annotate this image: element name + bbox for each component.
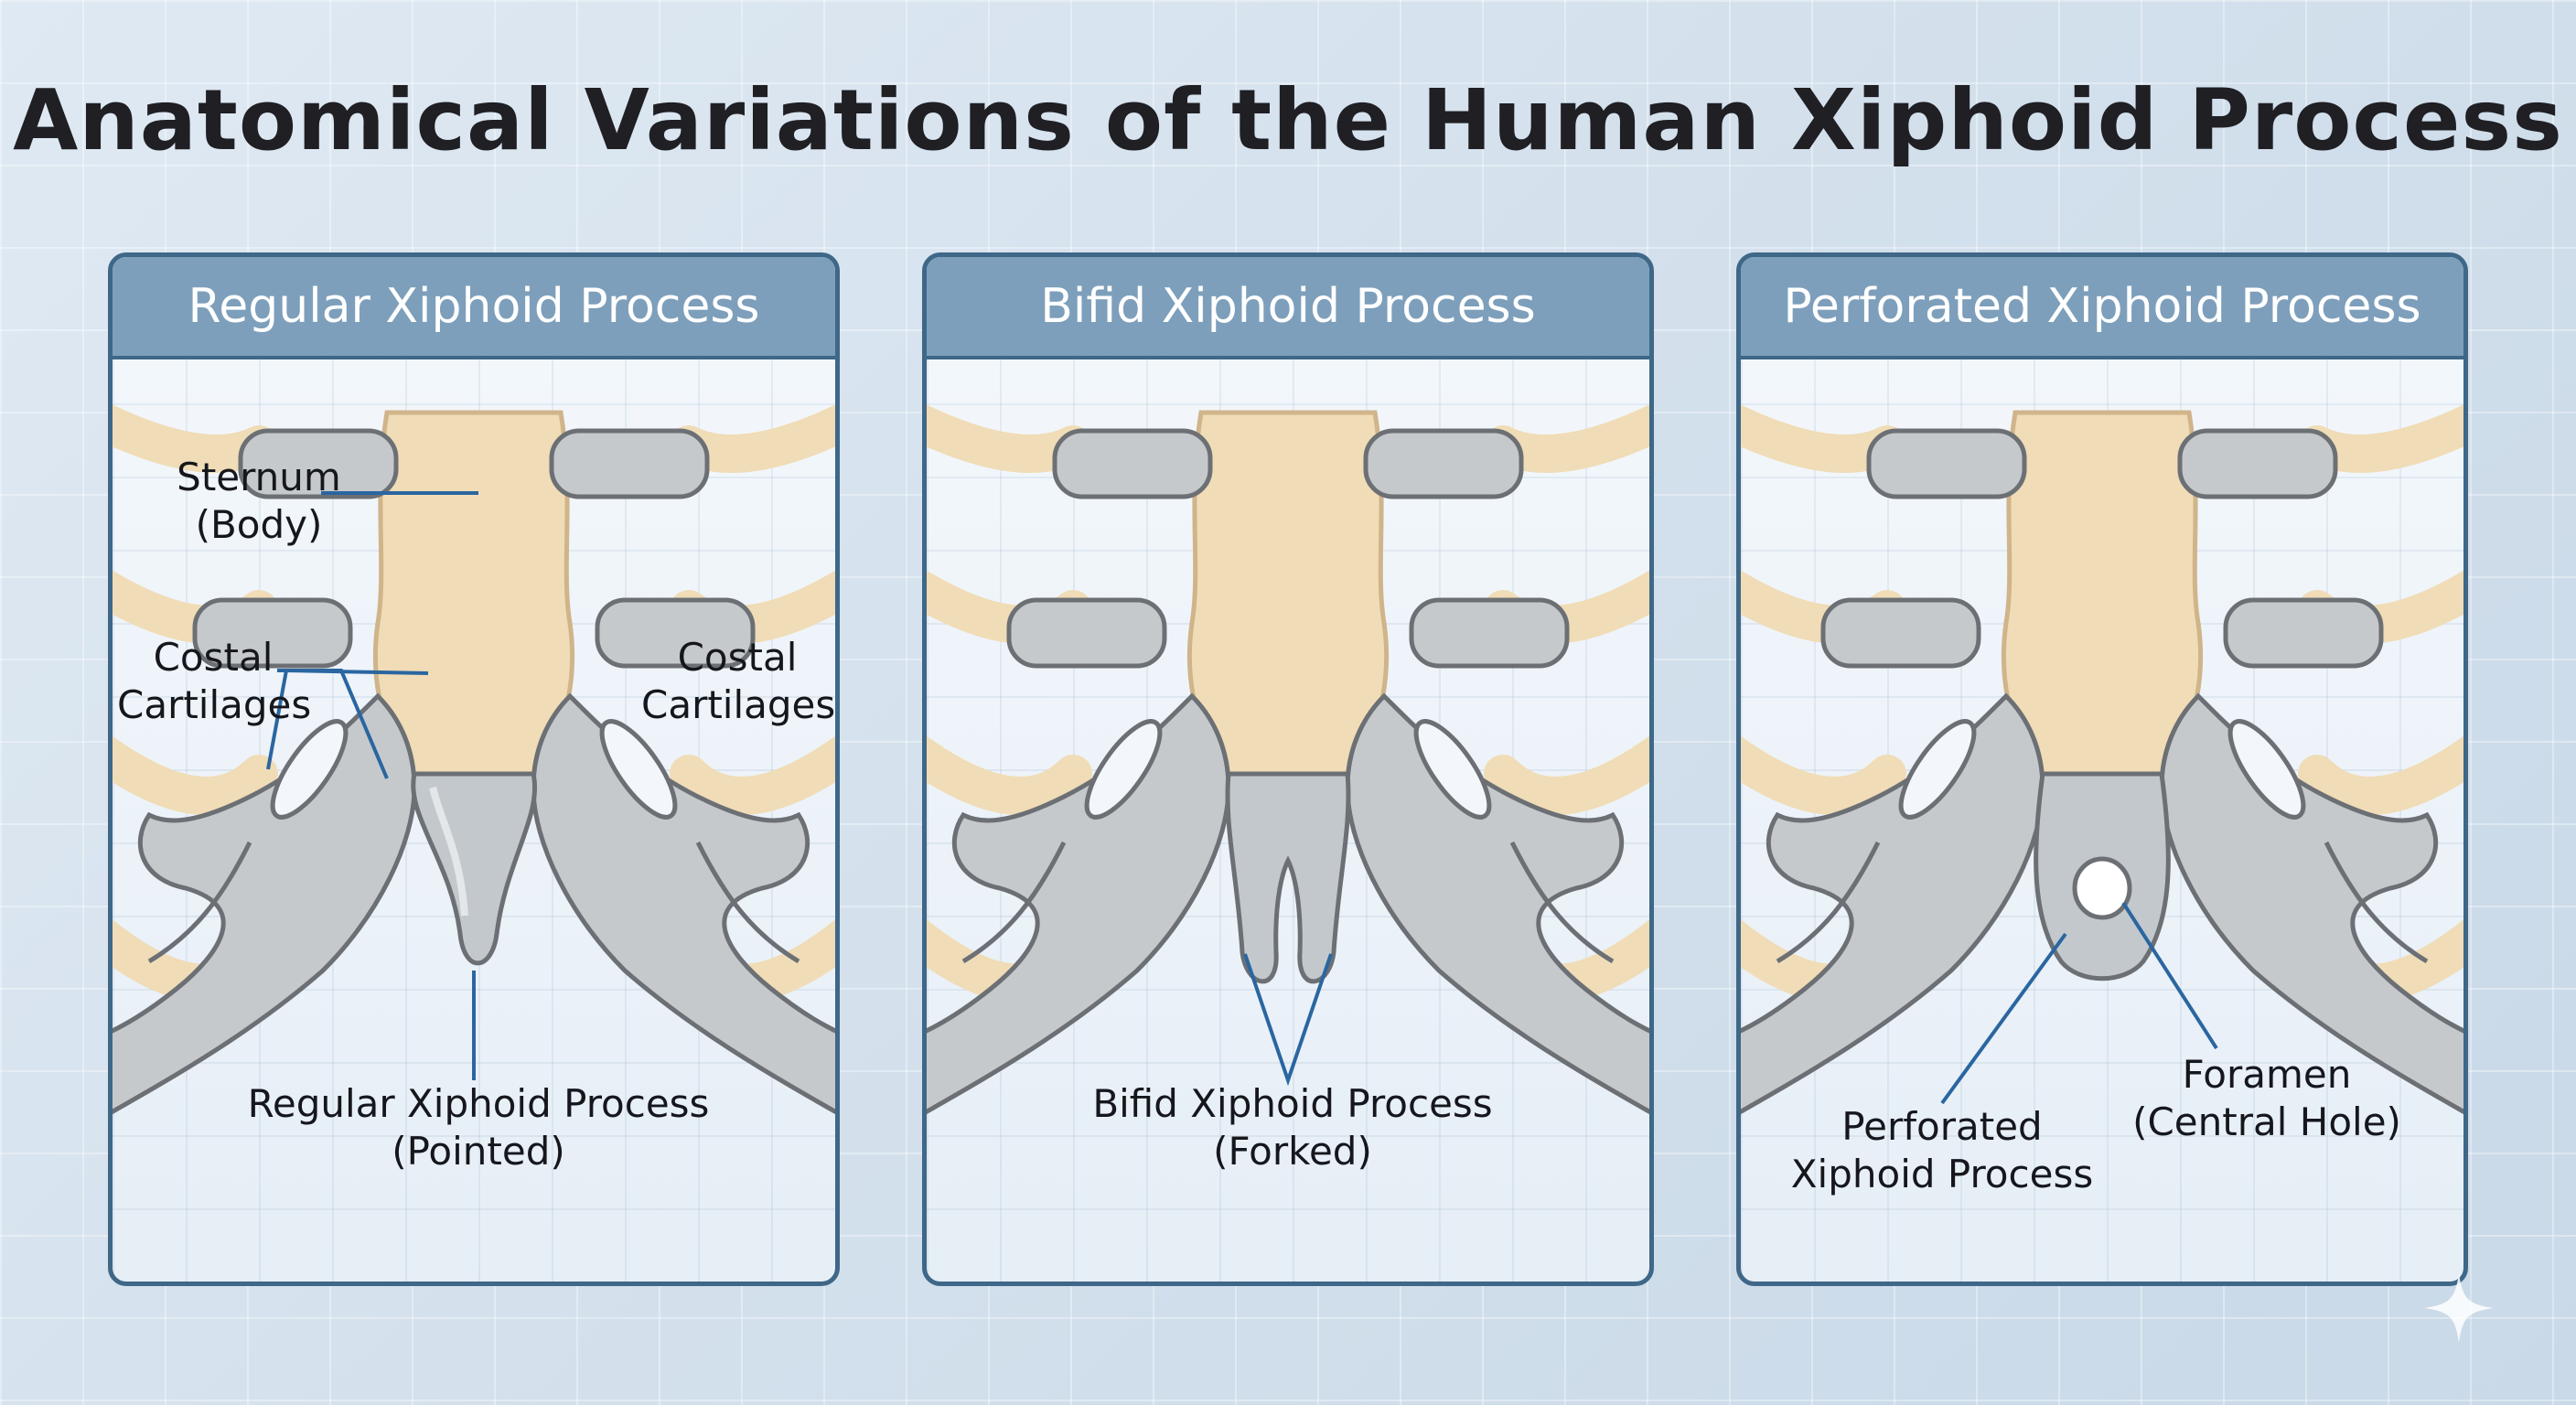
label-regular-xiphoid: Regular Xiphoid Process (Pointed) — [247, 1081, 710, 1174]
cartilage-left-2 — [1006, 597, 1167, 669]
rib-contour-right — [1509, 841, 1615, 964]
cartilage-right-2 — [1409, 597, 1570, 669]
rib-left-3 — [927, 735, 1092, 815]
rib-contour-left — [147, 841, 252, 964]
costal-margin-right — [531, 692, 835, 1115]
rib-right-1 — [1484, 404, 1649, 473]
costal-margin-left — [113, 692, 417, 1115]
rib-contour-left — [1776, 841, 1881, 964]
xiphoid-regular — [411, 771, 537, 966]
xiphoid-highlight — [429, 787, 468, 917]
rib-contour-left — [961, 841, 1067, 964]
cartilage-right-1 — [2177, 428, 2338, 499]
rib-left-1 — [927, 404, 1092, 473]
cartilage-left-1 — [1052, 428, 1213, 499]
rib-right-3 — [1484, 735, 1649, 815]
sparkle-icon — [2424, 1273, 2494, 1343]
rib-contour-right — [695, 841, 800, 964]
cartilage-left-2 — [192, 597, 353, 669]
rib-left-1 — [1741, 404, 1906, 473]
cartilage-left-2 — [1820, 597, 1981, 669]
rib-left-1 — [113, 404, 278, 473]
ribs-and-cartilage — [1741, 404, 2463, 1115]
panel-header: Perforated Xiphoid Process — [1741, 257, 2463, 359]
ribcage-illustration — [1741, 404, 2463, 1115]
label-sternum-body: Sternum (Body) — [177, 455, 341, 547]
cartilage-gap-left — [270, 719, 349, 820]
label-foramen: Foramen (Central Hole) — [2132, 1052, 2401, 1144]
label-costal-cartilages-left: Costal Cartilages — [117, 635, 312, 727]
panel-regular: Regular Xiphoid Process Sternum (Body) C… — [108, 252, 840, 1286]
leader-lines — [266, 491, 478, 1080]
foramen-hole — [2072, 856, 2132, 920]
page-title: Anatomical Variations of the Human Xipho… — [13, 71, 2563, 169]
rib-contour-right — [2324, 841, 2429, 964]
ribs-and-cartilage — [113, 404, 835, 1115]
cartilage-gap-left — [1898, 719, 1977, 820]
rib-left-3 — [1741, 735, 1906, 815]
rib-right-3 — [670, 735, 835, 815]
rib-left-3 — [113, 735, 278, 815]
rib-right-1 — [670, 404, 835, 473]
cartilage-right-2 — [595, 597, 756, 669]
xiphoid-bifid — [1225, 771, 1351, 984]
leader-lines — [1940, 901, 2218, 1105]
cartilage-left-1 — [1866, 428, 2027, 499]
leader-lines — [1243, 953, 1333, 1087]
rib-right-3 — [2298, 735, 2463, 815]
cartilage-right-1 — [549, 428, 710, 499]
panel-bifid: Bifid Xiphoid Process Bifid Xiphoid Proc… — [922, 252, 1654, 1286]
label-costal-cartilages-right: Costal Cartilages — [641, 635, 836, 727]
cartilage-right-1 — [1363, 428, 1524, 499]
cartilage-gap-left — [1084, 719, 1163, 820]
costal-margin-left — [1741, 692, 2045, 1115]
ribcage-illustration — [113, 404, 835, 1115]
costal-margin-left — [927, 692, 1231, 1115]
panel-header: Regular Xiphoid Process — [113, 257, 835, 359]
cartilage-right-2 — [2223, 597, 2384, 669]
panel-perforated: Perforated Xiphoid Process Perforated Xi… — [1736, 252, 2468, 1286]
ribcage-illustration — [927, 404, 1649, 1115]
costal-margin-right — [2159, 692, 2463, 1115]
costal-margin-right — [1345, 692, 1649, 1115]
label-perforated-xiphoid: Perforated Xiphoid Process — [1790, 1104, 2094, 1196]
cartilage-left-1 — [238, 428, 399, 499]
cartilage-gap-right — [1413, 719, 1492, 820]
cartilage-gap-right — [599, 719, 678, 820]
rib-right-1 — [2298, 404, 2463, 473]
panel-header: Bifid Xiphoid Process — [927, 257, 1649, 359]
cartilage-gap-right — [2227, 719, 2306, 820]
label-bifid-xiphoid: Bifid Xiphoid Process (Forked) — [1092, 1081, 1493, 1174]
ribs-and-cartilage — [927, 404, 1649, 1115]
